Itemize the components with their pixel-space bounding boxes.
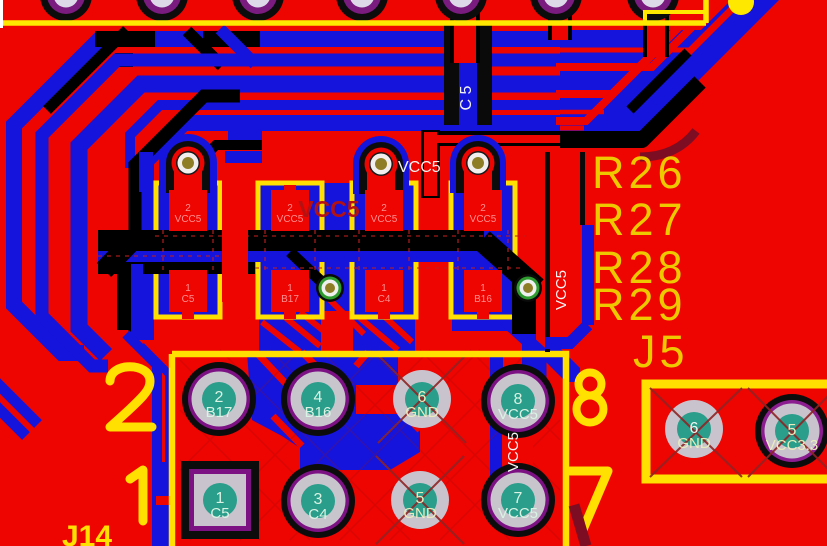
svg-text:2: 2 xyxy=(215,389,224,406)
svg-text:VCC5: VCC5 xyxy=(498,406,538,423)
svg-text:C5: C5 xyxy=(182,294,195,305)
svg-text:VCC5: VCC5 xyxy=(298,196,360,222)
svg-text:7: 7 xyxy=(514,490,523,507)
svg-text:2: 2 xyxy=(480,203,486,214)
svg-text:VCC5: VCC5 xyxy=(277,214,304,225)
svg-text:VCC5: VCC5 xyxy=(505,432,522,472)
svg-text:B16: B16 xyxy=(305,404,332,421)
svg-text:VCC5: VCC5 xyxy=(553,270,570,310)
svg-text:6: 6 xyxy=(418,389,427,406)
svg-text:1: 1 xyxy=(287,283,293,294)
svg-text:8: 8 xyxy=(514,391,523,408)
svg-text:1: 1 xyxy=(216,490,225,507)
svg-text:GND: GND xyxy=(677,435,711,452)
svg-text:C4: C4 xyxy=(378,294,391,305)
svg-text:C5: C5 xyxy=(210,505,229,522)
svg-text:R26: R26 xyxy=(592,147,687,198)
svg-text:1: 1 xyxy=(185,283,191,294)
svg-text:5: 5 xyxy=(788,422,797,439)
svg-text:C4: C4 xyxy=(308,506,327,523)
svg-text:2: 2 xyxy=(287,203,293,214)
svg-text:5: 5 xyxy=(416,490,425,507)
svg-text:J14: J14 xyxy=(62,520,112,546)
svg-text:VCC5: VCC5 xyxy=(175,214,202,225)
svg-text:6: 6 xyxy=(690,420,699,437)
svg-text:C 5: C 5 xyxy=(458,85,475,110)
svg-text:4: 4 xyxy=(314,389,323,406)
svg-text:R29: R29 xyxy=(592,279,687,330)
svg-text:GND: GND xyxy=(403,505,437,522)
svg-text:2: 2 xyxy=(185,203,191,214)
svg-text:VCC5: VCC5 xyxy=(470,214,497,225)
svg-text:R27: R27 xyxy=(592,194,687,245)
svg-text:VCC3.3: VCC3.3 xyxy=(766,437,819,454)
svg-text:2: 2 xyxy=(381,203,387,214)
svg-text:3: 3 xyxy=(314,491,323,508)
svg-text:B16: B16 xyxy=(474,294,492,305)
svg-text:GND: GND xyxy=(405,404,439,421)
svg-text:B17: B17 xyxy=(281,294,299,305)
svg-text:J5: J5 xyxy=(633,326,689,377)
svg-text:1: 1 xyxy=(480,283,486,294)
svg-text:R28: R28 xyxy=(592,242,687,293)
svg-text:B17: B17 xyxy=(206,404,233,421)
svg-text:1: 1 xyxy=(381,283,387,294)
svg-text:VCC5: VCC5 xyxy=(498,505,538,522)
svg-text:VCC5: VCC5 xyxy=(398,159,441,176)
svg-text:VCC5: VCC5 xyxy=(371,214,398,225)
